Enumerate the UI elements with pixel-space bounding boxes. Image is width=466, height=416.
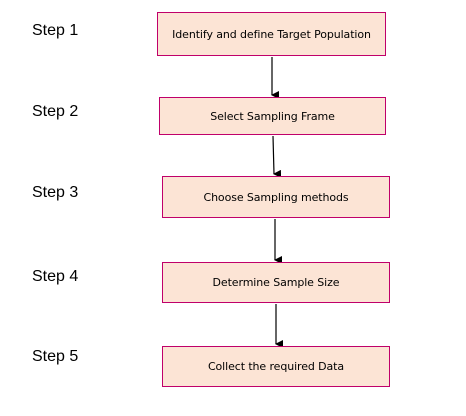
step-4-box: Determine Sample Size [162, 262, 390, 303]
step-5-label: Step 5 [32, 348, 79, 365]
step-3-box: Choose Sampling methods [162, 176, 390, 218]
step-5-box: Collect the required Data [162, 346, 390, 387]
step-3-label: Step 3 [32, 184, 79, 201]
step-5-text: Collect the required Data [207, 360, 345, 373]
step-3-text: Choose Sampling methods [203, 190, 349, 204]
step-2-text: Select Sampling Frame [210, 109, 335, 123]
step-2-label: Step 2 [32, 103, 79, 120]
step-2-box: Select Sampling Frame [159, 97, 386, 135]
step-4-label: Step 4 [32, 268, 79, 285]
step-1-label: Step 1 [32, 22, 79, 39]
step-4-text: Determine Sample Size [212, 276, 340, 289]
step-1-box: Identify and define Target Population [157, 12, 386, 56]
step-1-text: Identify and define Target Population [172, 27, 371, 41]
arrow-step2-to-step3 [272, 135, 282, 178]
